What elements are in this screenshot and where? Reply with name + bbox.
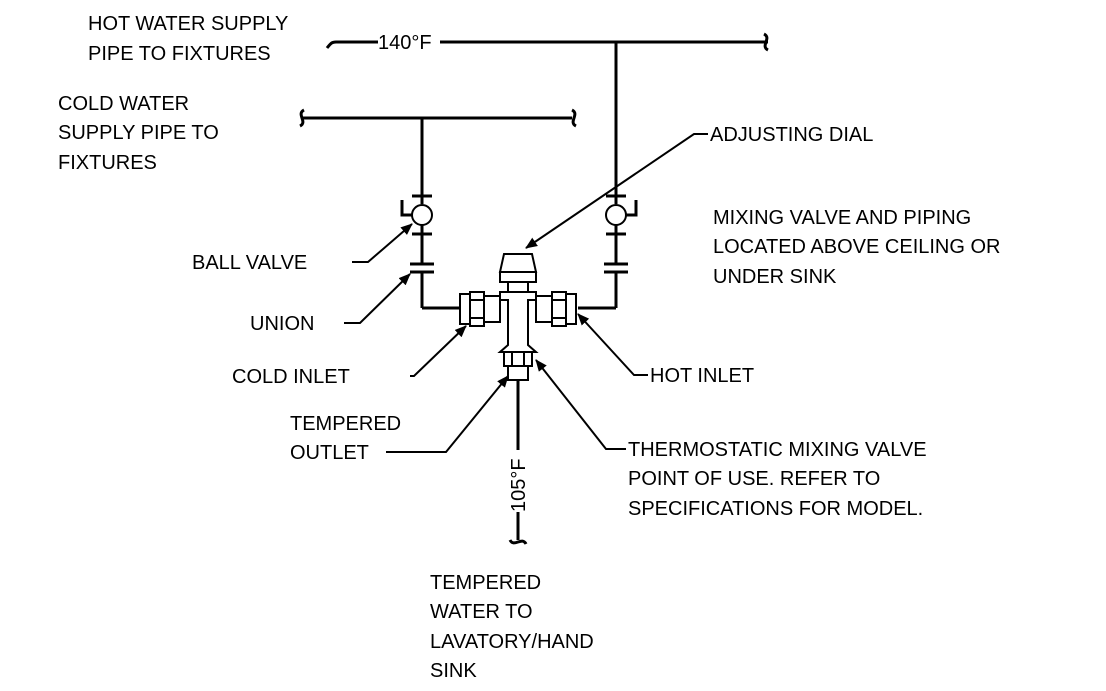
cold-ball-valve-icon [411,204,433,226]
leader-lines [344,133,708,453]
tempered-outlet-pipe [508,380,528,545]
hot-supply-label: HOT WATER SUPPLY PIPE TO FIXTURES [88,13,294,65]
cold-supply-pipe [299,108,577,128]
cold-riser [400,118,460,310]
tempered-outlet-label: TEMPERED OUTLET [290,413,407,464]
hot-riser [578,42,638,310]
hot-ball-valve-icon [605,204,627,226]
outlet-temp-label: 105°F [508,458,530,512]
hot-inlet-label: HOT INLET [650,365,754,387]
adjusting-dial-label: ADJUSTING DIAL [710,124,873,146]
mixing-valve-icon [459,253,577,381]
cold-supply-label: COLD WATER SUPPLY PIPE TO FIXTURES [58,93,224,174]
mixing-valve-note: MIXING VALVE AND PIPING LOCATED ABOVE CE… [713,207,1006,288]
tmv-note: THERMOSTATIC MIXING VALVE POINT OF USE. … [628,439,932,520]
union-label: UNION [250,313,314,335]
hot-temp-label: 140°F [378,32,432,54]
tempered-water-label: TEMPERED WATER TO LAVATORY/HAND SINK [430,572,599,682]
hot-supply-pipe [325,32,769,52]
cold-inlet-label: COLD INLET [232,366,350,388]
ball-valve-label: BALL VALVE [192,252,307,274]
